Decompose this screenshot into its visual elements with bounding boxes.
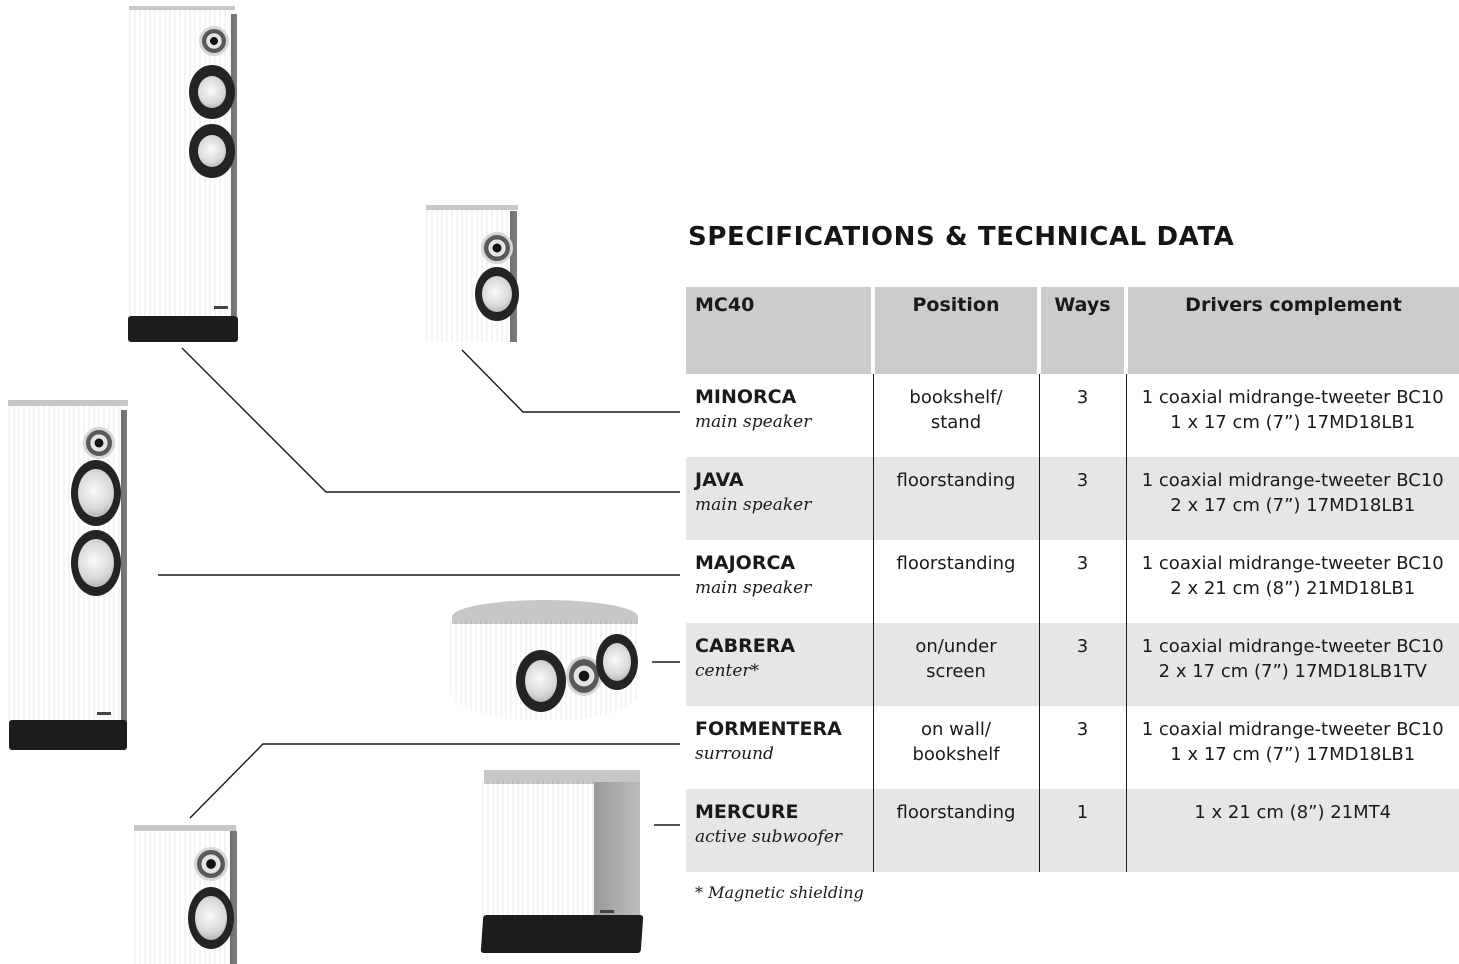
- footnote: * Magnetic shielding: [695, 883, 864, 902]
- position-line: floorstanding: [896, 802, 1016, 823]
- formentera-speaker-image: [130, 825, 242, 964]
- model-role: surround: [695, 744, 774, 764]
- model-role: main speaker: [695, 578, 812, 598]
- drivers-cell: 1 x 21 cm (8”) 21MT4: [1126, 789, 1459, 872]
- position-line: screen: [926, 661, 986, 682]
- drivers-cell: 1 coaxial midrange-tweeter BC10 2 x 17 c…: [1126, 623, 1459, 706]
- table-row: FORMENTERA surround on wall/ bookshelf 3…: [686, 706, 1459, 789]
- model-cell: JAVA main speaker: [686, 457, 874, 540]
- column-header-model: MC40: [686, 287, 875, 374]
- position-cell: floorstanding: [873, 457, 1040, 540]
- model-name: MERCURE: [695, 801, 799, 823]
- table-header-row: MC40 Position Ways Drivers complement: [686, 287, 1459, 374]
- ways-cell: 1: [1039, 789, 1127, 872]
- minorca-speaker-image: [422, 205, 524, 347]
- ways-cell: 3: [1039, 706, 1127, 789]
- position-line: on wall/: [921, 719, 991, 740]
- position-cell: on/under screen: [873, 623, 1040, 706]
- model-name: MINORCA: [695, 386, 797, 408]
- drivers-cell: 1 coaxial midrange-tweeter BC10 2 x 17 c…: [1126, 457, 1459, 540]
- ways-cell: 3: [1039, 540, 1127, 623]
- position-line: bookshelf/: [909, 387, 1003, 408]
- position-cell: floorstanding: [873, 789, 1040, 872]
- driver-line: 1 coaxial midrange-tweeter BC10: [1141, 553, 1444, 574]
- position-line: on/under: [915, 636, 997, 657]
- driver-line: 1 x 21 cm (8”) 21MT4: [1194, 802, 1392, 823]
- driver-line: 1 x 17 cm (7”) 17MD18LB1: [1170, 412, 1416, 433]
- drivers-cell: 1 coaxial midrange-tweeter BC10 1 x 17 c…: [1126, 374, 1459, 457]
- model-role: center*: [695, 661, 760, 681]
- column-header-ways: Ways: [1039, 287, 1128, 374]
- model-role: main speaker: [695, 495, 812, 515]
- connector-java: [181, 347, 680, 493]
- ways-cell: 3: [1039, 623, 1127, 706]
- driver-line: 1 coaxial midrange-tweeter BC10: [1141, 636, 1444, 657]
- position-line: stand: [930, 412, 982, 433]
- java-speaker-image: [120, 6, 245, 346]
- table-row: MAJORCA main speaker floorstanding 3 1 c…: [686, 540, 1459, 623]
- position-line: bookshelf: [912, 744, 1000, 765]
- model-cell: MINORCA main speaker: [686, 374, 874, 457]
- connector-minorca: [461, 349, 680, 413]
- position-cell: bookshelf/ stand: [873, 374, 1040, 457]
- table-row: MINORCA main speaker bookshelf/ stand 3 …: [686, 374, 1459, 457]
- model-cell: FORMENTERA surround: [686, 706, 874, 789]
- ways-cell: 3: [1039, 457, 1127, 540]
- model-cell: CABRERA center*: [686, 623, 874, 706]
- driver-line: 1 x 17 cm (7”) 17MD18LB1: [1170, 744, 1416, 765]
- drivers-cell: 1 coaxial midrange-tweeter BC10 1 x 17 c…: [1126, 706, 1459, 789]
- table-row: JAVA main speaker floorstanding 3 1 coax…: [686, 457, 1459, 540]
- ways-cell: 3: [1039, 374, 1127, 457]
- column-header-drivers: Drivers complement: [1126, 287, 1459, 374]
- table-row: CABRERA center* on/under screen 3 1 coax…: [686, 623, 1459, 706]
- table-row: MERCURE active subwoofer floorstanding 1…: [686, 789, 1459, 872]
- majorca-speaker-image: [3, 400, 133, 760]
- model-role: active subwoofer: [695, 827, 843, 847]
- model-name: MAJORCA: [695, 552, 796, 574]
- page-title: SPECIFICATIONS & TECHNICAL DATA: [688, 222, 1235, 252]
- cabrera-speaker-image: [446, 600, 646, 730]
- position-cell: on wall/ bookshelf: [873, 706, 1040, 789]
- model-name: CABRERA: [695, 635, 796, 657]
- column-header-position: Position: [873, 287, 1041, 374]
- position-line: floorstanding: [896, 470, 1016, 491]
- model-cell: MERCURE active subwoofer: [686, 789, 874, 872]
- model-name: JAVA: [695, 469, 744, 491]
- position-cell: floorstanding: [873, 540, 1040, 623]
- drivers-cell: 1 coaxial midrange-tweeter BC10 2 x 21 c…: [1126, 540, 1459, 623]
- mercure-subwoofer-image: [478, 770, 648, 960]
- driver-line: 1 coaxial midrange-tweeter BC10: [1141, 719, 1444, 740]
- model-role: main speaker: [695, 412, 812, 432]
- driver-line: 1 coaxial midrange-tweeter BC10: [1141, 470, 1444, 491]
- driver-line: 2 x 17 cm (7”) 17MD18LB1TV: [1158, 661, 1427, 682]
- model-name: FORMENTERA: [695, 718, 842, 740]
- driver-line: 2 x 21 cm (8”) 21MD18LB1: [1170, 578, 1416, 599]
- position-line: floorstanding: [896, 553, 1016, 574]
- specs-table: MC40 Position Ways Drivers complement MI…: [686, 287, 1459, 872]
- driver-line: 2 x 17 cm (7”) 17MD18LB1: [1170, 495, 1416, 516]
- model-cell: MAJORCA main speaker: [686, 540, 874, 623]
- driver-line: 1 coaxial midrange-tweeter BC10: [1141, 387, 1444, 408]
